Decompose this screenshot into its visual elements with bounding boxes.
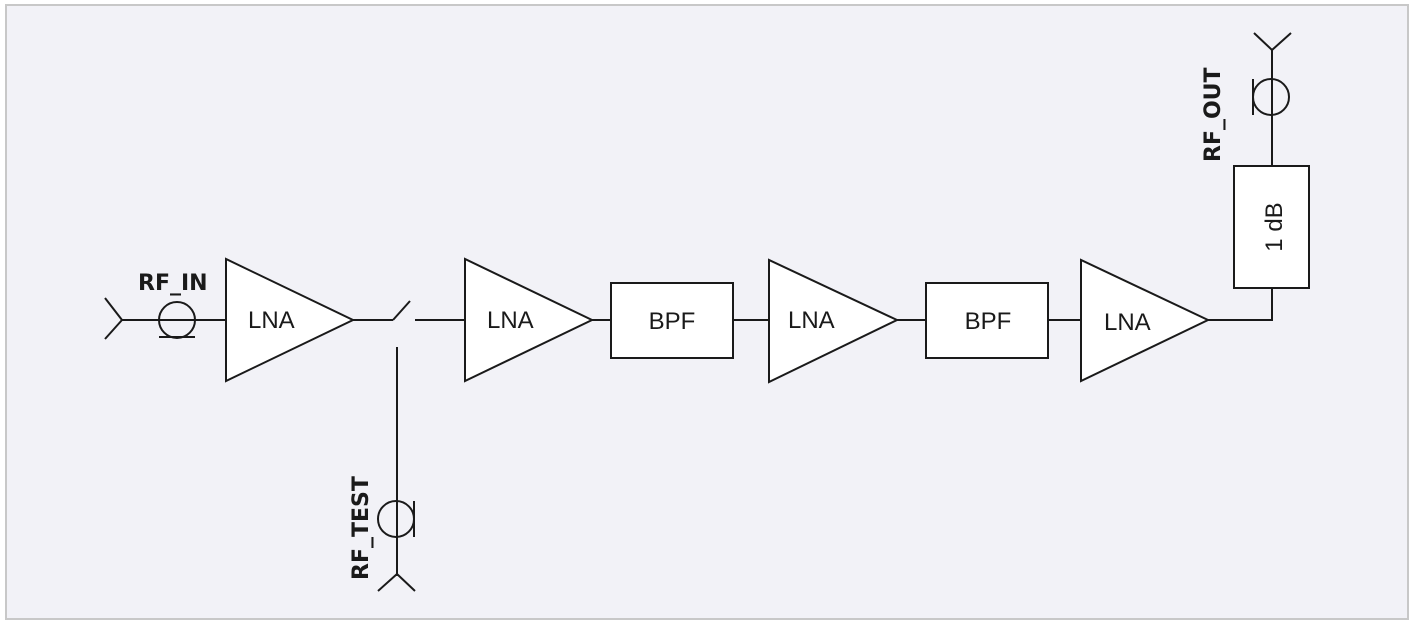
lna-3-amplifier [768,258,900,384]
wire-lna4-attenuator [1208,288,1273,321]
bpf-2-label: BPF [965,308,1012,335]
rf-test-label: RF_TEST [349,476,374,580]
switch-blade [392,300,411,321]
lna-2-label: LNA [487,307,534,334]
rf-in-connector [104,297,226,340]
rf-in-label: RF_IN [138,271,208,296]
rf-test-antenna-icon [377,572,416,592]
rf-in-antenna-icon [104,297,226,340]
attenuator-block [1233,165,1310,289]
bpf-2-filter [925,282,1049,359]
bpf-1-label: BPF [649,308,696,335]
lna-1-label: LNA [248,307,295,334]
rf-out-label: RF_OUT [1201,67,1226,162]
lna-2-amplifier [464,257,595,383]
lna-3-label: LNA [788,307,835,334]
lna-4-label: LNA [1104,309,1151,336]
rf-test-connector [377,500,416,592]
rf-out-antenna-icon [1253,32,1292,52]
attenuator-label: 1 dB [1261,202,1288,251]
lna-1-amplifier [225,257,356,383]
lna-4-amplifier [1080,258,1211,383]
rf-out-connector [1252,32,1292,116]
